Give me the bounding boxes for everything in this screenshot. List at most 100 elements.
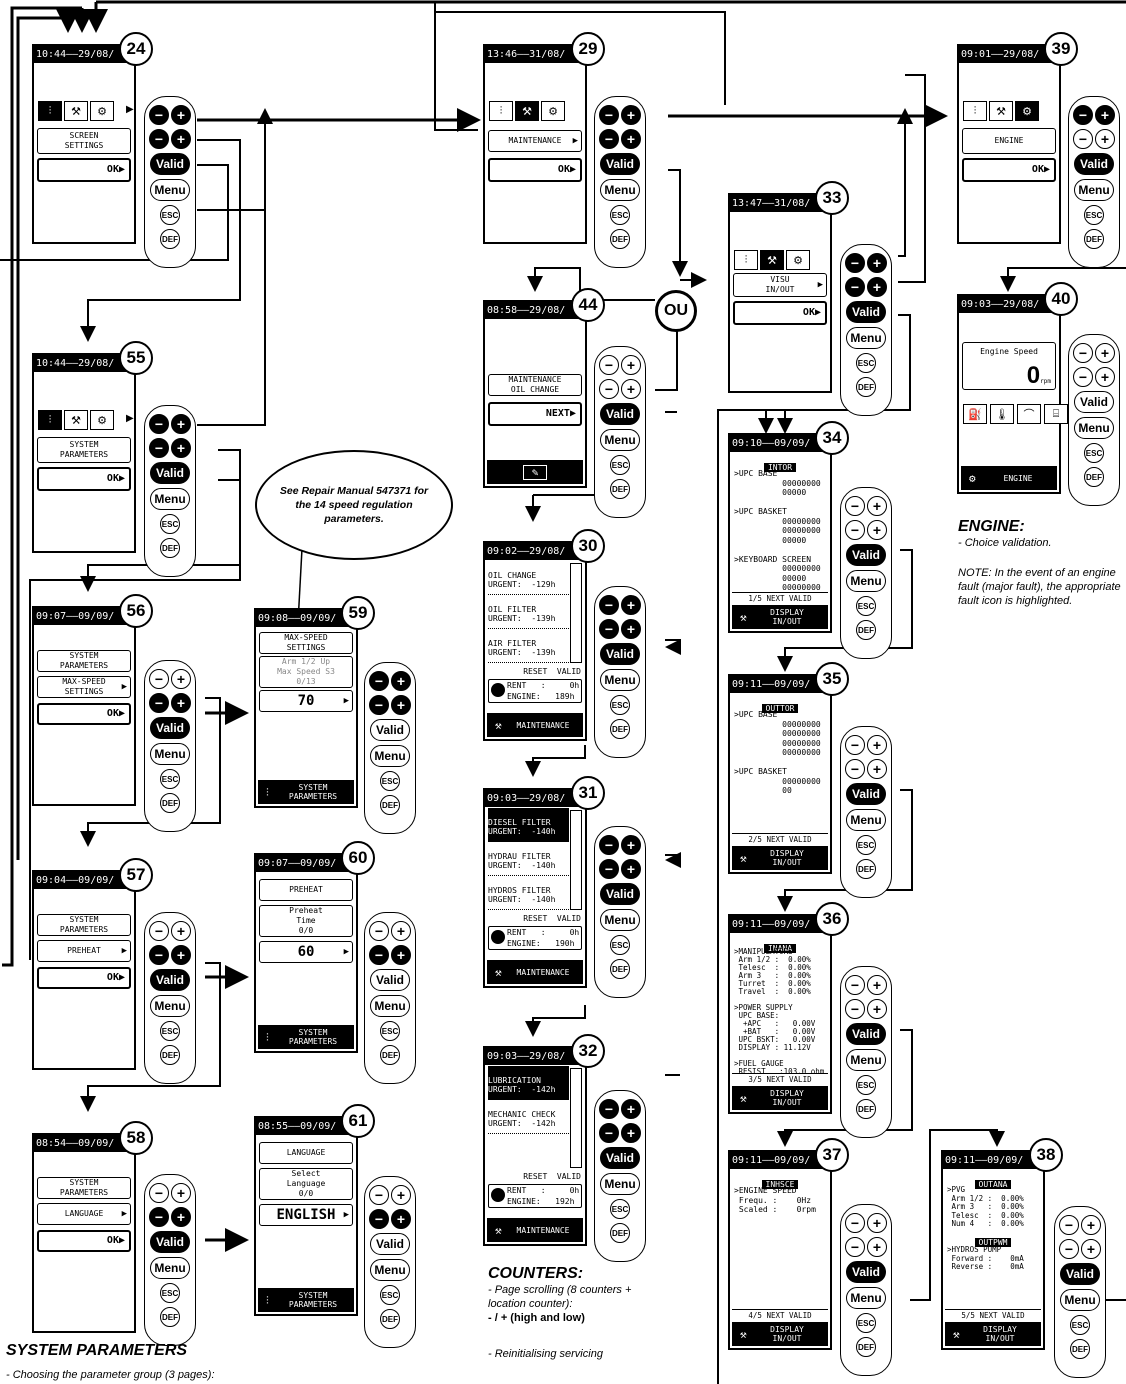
plus-key[interactable]: +: [867, 735, 887, 755]
minus-key[interactable]: −: [149, 105, 169, 125]
plus-key[interactable]: +: [867, 496, 887, 516]
plus-key[interactable]: +: [171, 105, 191, 125]
plus-key[interactable]: +: [171, 921, 191, 941]
menu-item[interactable]: MAX-SPEED SETTINGS▶: [37, 676, 131, 698]
plus-key[interactable]: +: [171, 1183, 191, 1203]
valid-key[interactable]: Valid: [846, 1023, 886, 1045]
menu-key[interactable]: Menu: [370, 1259, 410, 1281]
esc-key[interactable]: ESC: [380, 1285, 400, 1305]
plus-key[interactable]: +: [867, 253, 887, 273]
plus-key[interactable]: +: [391, 671, 411, 691]
minus-key[interactable]: −: [1059, 1215, 1079, 1235]
minus-key[interactable]: −: [845, 496, 865, 516]
valid-key[interactable]: Valid: [150, 1231, 190, 1253]
esc-key[interactable]: ESC: [1070, 1315, 1090, 1335]
esc-key[interactable]: ESC: [160, 769, 180, 789]
list-item[interactable]: LUBRICATION URGENT: -142h: [488, 1066, 569, 1100]
minus-key[interactable]: −: [369, 671, 389, 691]
minus-key[interactable]: −: [1073, 367, 1093, 387]
tab-engine[interactable]: ⚙: [90, 101, 114, 121]
minus-key[interactable]: −: [599, 859, 619, 879]
list-item[interactable]: OIL CHANGE URGENT: -129h: [488, 561, 569, 595]
tab-params[interactable]: ⫶: [963, 101, 987, 121]
minus-key[interactable]: −: [1059, 1239, 1079, 1259]
valid-key[interactable]: Valid: [1074, 391, 1114, 413]
plus-key[interactable]: +: [867, 975, 887, 995]
minus-key[interactable]: −: [845, 277, 865, 297]
menu-item[interactable]: SYSTEM PARAMETERS: [37, 650, 131, 672]
tab-engine[interactable]: ⚙: [1015, 101, 1039, 121]
list-item[interactable]: HYDROS FILTER URGENT: -140h: [488, 876, 569, 910]
next-field[interactable]: NEXT▶: [488, 402, 582, 426]
ok-field[interactable]: OK▶: [37, 158, 131, 182]
plus-key[interactable]: +: [867, 759, 887, 779]
esc-key[interactable]: ESC: [856, 596, 876, 616]
tab-engine[interactable]: ⚙: [541, 101, 565, 121]
menu-key[interactable]: Menu: [1074, 417, 1114, 439]
plus-key[interactable]: +: [1081, 1215, 1101, 1235]
minus-key[interactable]: −: [845, 1237, 865, 1257]
menu-key[interactable]: Menu: [846, 809, 886, 831]
plus-key[interactable]: +: [1095, 367, 1115, 387]
value-field[interactable]: 60▶: [259, 941, 353, 963]
esc-key[interactable]: ESC: [380, 771, 400, 791]
menu-item[interactable]: PREHEAT▶: [37, 940, 131, 962]
plus-key[interactable]: +: [391, 1209, 411, 1229]
list-item[interactable]: OIL FILTER URGENT: -139h: [488, 595, 569, 629]
menu-key[interactable]: Menu: [600, 179, 640, 201]
def-key[interactable]: DEF: [856, 620, 876, 640]
menu-key[interactable]: Menu: [150, 995, 190, 1017]
valid-key[interactable]: Valid: [600, 643, 640, 665]
menu-key[interactable]: Menu: [600, 1173, 640, 1195]
plus-key[interactable]: +: [391, 945, 411, 965]
esc-key[interactable]: ESC: [160, 205, 180, 225]
minus-key[interactable]: −: [845, 735, 865, 755]
minus-key[interactable]: −: [845, 1213, 865, 1233]
esc-key[interactable]: ESC: [610, 455, 630, 475]
plus-key[interactable]: +: [1095, 343, 1115, 363]
tab-maintenance[interactable]: ⚒: [989, 101, 1013, 121]
plus-key[interactable]: +: [621, 129, 641, 149]
plus-key[interactable]: +: [1095, 129, 1115, 149]
minus-key[interactable]: −: [149, 1207, 169, 1227]
minus-key[interactable]: −: [845, 999, 865, 1019]
tab-engine[interactable]: ⚙: [786, 250, 810, 270]
valid-key[interactable]: Valid: [846, 544, 886, 566]
tab-maintenance[interactable]: ⚒: [64, 101, 88, 121]
minus-key[interactable]: −: [599, 379, 619, 399]
scrollbar[interactable]: [570, 810, 582, 910]
plus-key[interactable]: +: [171, 129, 191, 149]
menu-item[interactable]: SYSTEM PARAMETERS: [37, 437, 131, 463]
plus-key[interactable]: +: [621, 1099, 641, 1119]
def-key[interactable]: DEF: [160, 1045, 180, 1065]
menu-item[interactable]: SYSTEM PARAMETERS: [37, 1177, 131, 1199]
list-item[interactable]: AIR FILTER URGENT: -139h: [488, 629, 569, 663]
valid-key[interactable]: Valid: [846, 301, 886, 323]
plus-key[interactable]: +: [867, 520, 887, 540]
menu-key[interactable]: Menu: [150, 1257, 190, 1279]
ok-field[interactable]: OK▶: [37, 967, 131, 989]
plus-key[interactable]: +: [391, 1185, 411, 1205]
minus-key[interactable]: −: [599, 105, 619, 125]
ok-field[interactable]: OK▶: [488, 158, 582, 182]
plus-key[interactable]: +: [621, 619, 641, 639]
minus-key[interactable]: −: [369, 1185, 389, 1205]
minus-key[interactable]: −: [149, 414, 169, 434]
tab-maintenance[interactable]: ⚒: [760, 250, 784, 270]
minus-key[interactable]: −: [149, 1183, 169, 1203]
value-field[interactable]: 70▶: [259, 690, 353, 712]
tab-params[interactable]: ⫶: [489, 101, 513, 121]
def-key[interactable]: DEF: [160, 1307, 180, 1327]
minus-key[interactable]: −: [369, 695, 389, 715]
def-key[interactable]: DEF: [380, 1309, 400, 1329]
valid-key[interactable]: Valid: [846, 1261, 886, 1283]
ok-field[interactable]: OK▶: [37, 467, 131, 491]
tab-params[interactable]: ⫶: [38, 101, 62, 121]
menu-key[interactable]: Menu: [370, 995, 410, 1017]
ok-field[interactable]: OK▶: [37, 1230, 131, 1252]
esc-key[interactable]: ESC: [160, 1021, 180, 1041]
esc-key[interactable]: ESC: [610, 205, 630, 225]
plus-key[interactable]: +: [171, 1207, 191, 1227]
scrollbar[interactable]: [570, 1068, 582, 1168]
minus-key[interactable]: −: [149, 129, 169, 149]
